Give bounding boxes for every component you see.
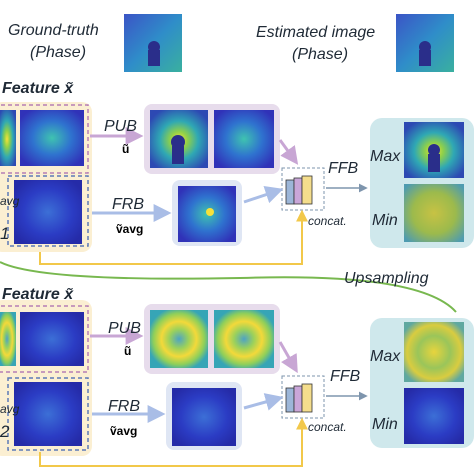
max-label-1: Max bbox=[370, 148, 401, 165]
frb-label-2: FRB bbox=[108, 398, 140, 415]
avg-label-1: avg bbox=[0, 194, 20, 208]
upsampling-connector bbox=[0, 261, 457, 313]
estimated-label: Estimated image bbox=[256, 24, 376, 41]
concat-label-2: concat. bbox=[308, 420, 347, 434]
frb-symbol-2: ṽavg bbox=[110, 424, 138, 438]
min-label-2: Min bbox=[372, 416, 398, 433]
avg-label-2: avg bbox=[0, 402, 20, 416]
frb-label-1: FRB bbox=[112, 196, 144, 213]
pub-symbol-2: ũ bbox=[124, 344, 132, 358]
min-label-1: Min bbox=[372, 212, 398, 229]
estimated-sublabel: (Phase) bbox=[292, 46, 349, 63]
concat-label-1: concat. bbox=[308, 214, 347, 228]
feature-label-1: Feature x̃ bbox=[2, 80, 74, 97]
ffb-label-1: FFB bbox=[328, 160, 359, 177]
frb-symbol-1: ṽavg bbox=[116, 222, 144, 236]
pub-label-1: PUB bbox=[104, 118, 137, 135]
upsampling-label: Upsampling bbox=[344, 270, 429, 287]
max-label-2: Max bbox=[370, 348, 401, 365]
ground-truth-label: Ground-truth bbox=[8, 22, 99, 39]
ffb-label-2: FFB bbox=[330, 368, 361, 385]
stage-index-1: 1 bbox=[0, 224, 10, 243]
pub-symbol-1: ũ bbox=[122, 142, 130, 156]
stage-index-2: 2 bbox=[0, 422, 10, 441]
feature-label-2: Feature x̃ bbox=[2, 286, 74, 303]
pub-label-2: PUB bbox=[108, 320, 141, 337]
ground-truth-sublabel: (Phase) bbox=[30, 44, 87, 61]
